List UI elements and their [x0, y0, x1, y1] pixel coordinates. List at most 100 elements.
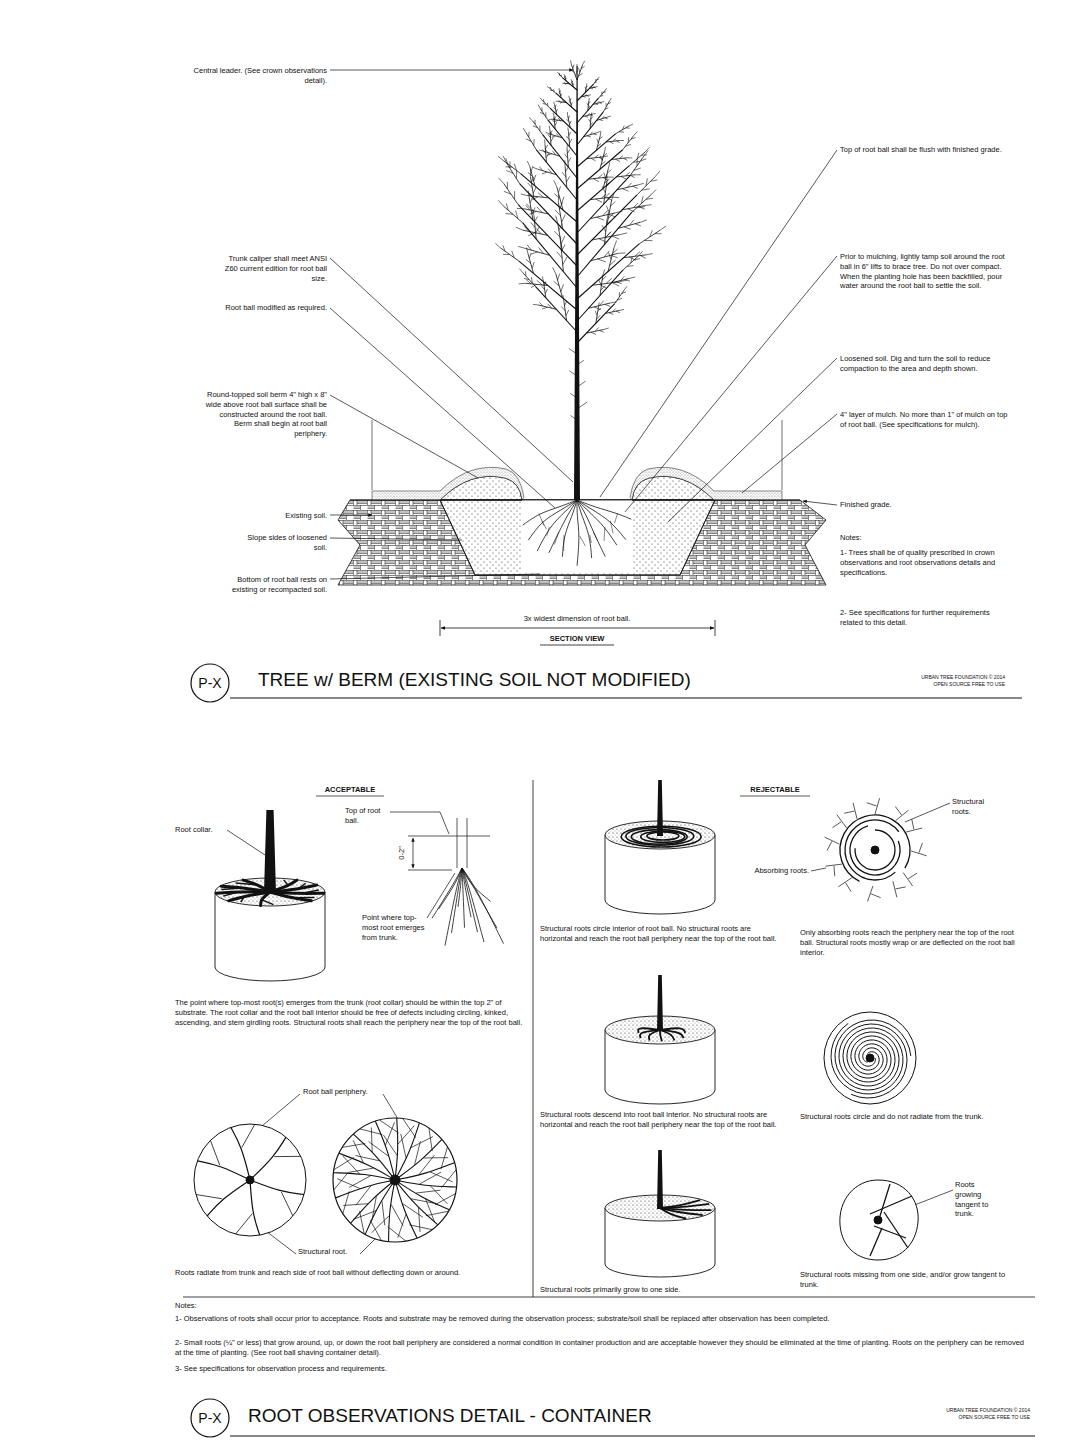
branch: [638, 183, 644, 185]
branch: [629, 220, 633, 225]
branch: [626, 172, 630, 176]
branch: [606, 174, 607, 181]
branch: [561, 245, 565, 252]
branch: [581, 66, 585, 69]
branch: [518, 246, 525, 248]
branch: [550, 108, 577, 134]
branch: [577, 64, 578, 72]
branch: [530, 252, 537, 254]
branch: [601, 92, 602, 95]
branch: [596, 315, 600, 319]
branch: [544, 281, 546, 285]
descending-root: [660, 1030, 683, 1038]
branch: [634, 131, 638, 135]
branch: [628, 137, 629, 142]
leader-line: [227, 830, 265, 855]
branch: [590, 122, 593, 125]
branch: [566, 310, 569, 316]
branch: [625, 144, 631, 146]
root: [462, 868, 491, 901]
branch: [551, 137, 553, 141]
branch: [553, 113, 554, 117]
branch: [598, 308, 601, 311]
trunk: [657, 1150, 663, 1209]
callout-text: Point where top-most root emerges from t…: [362, 913, 425, 942]
branch: [605, 232, 610, 238]
branch: [537, 207, 543, 213]
root-drawings: [194, 780, 927, 1277]
branch: [543, 103, 546, 105]
branch: [600, 95, 603, 97]
branch: [542, 276, 543, 281]
branch: [588, 98, 589, 101]
branch: [558, 224, 562, 251]
branch: [542, 149, 545, 153]
root: [411, 1199, 435, 1204]
root: [462, 868, 478, 932]
root: [383, 1135, 397, 1155]
branch: [504, 191, 511, 194]
leader-line: [390, 812, 449, 834]
branch: [514, 164, 516, 171]
branch: [505, 213, 513, 215]
branch: [531, 277, 533, 283]
tangent-root: [870, 1196, 912, 1214]
credit-text: URBAN TREE FOUNDATION © 2014: [865, 675, 1005, 681]
branch: [562, 214, 566, 222]
branch: [545, 289, 547, 294]
branch: [539, 126, 540, 131]
branch: [608, 116, 611, 118]
branch: [599, 239, 607, 243]
branch: [568, 158, 571, 163]
branch: [630, 156, 644, 175]
branch: [599, 137, 602, 140]
root: [380, 1120, 399, 1133]
branch: [498, 200, 503, 206]
branch: [655, 233, 662, 234]
wrapping-root: [850, 826, 900, 875]
root: [236, 1214, 253, 1235]
callout-text: Slope sides of loosened soil.: [247, 533, 327, 553]
branch: [603, 153, 607, 156]
branch: [593, 113, 596, 115]
branch: [631, 138, 636, 139]
branch: [571, 102, 572, 105]
branch: [538, 169, 556, 175]
branch: [564, 83, 570, 85]
root: [334, 1157, 354, 1169]
branch: [554, 194, 559, 199]
panel-rule: [183, 1297, 1035, 1298]
root: [398, 1126, 414, 1144]
structural-root: [395, 1163, 455, 1180]
branch: [553, 89, 555, 92]
absorbing-root: [826, 864, 842, 876]
branch: [577, 244, 639, 299]
branch: [581, 95, 589, 96]
branch: [606, 232, 612, 238]
branch: [577, 212, 632, 277]
root: [577, 500, 631, 519]
branch: [591, 117, 593, 120]
branch: [559, 93, 561, 95]
leader-line: [383, 1094, 398, 1119]
loosened-soil: [440, 500, 715, 575]
caption-text: Only absorbing roots reach the periphery…: [800, 928, 1015, 957]
callout-text: Central leader. (See crown observations …: [177, 66, 327, 86]
root: [615, 513, 618, 523]
soil-section: [338, 420, 826, 645]
branch: [612, 193, 614, 200]
tangent-root: [880, 1184, 890, 1216]
branch: [524, 278, 529, 279]
branch: [604, 328, 609, 330]
branch: [623, 158, 627, 160]
credit-text: OPEN SOURCE FREE TO USE: [865, 682, 1005, 688]
callout-text: Loosened soil. Dig and turn the soil to …: [840, 354, 1012, 374]
branch: [598, 302, 600, 307]
branch: [533, 304, 538, 306]
root: [435, 1194, 455, 1205]
structural-root: [336, 1180, 395, 1198]
branch: [640, 256, 645, 259]
branch: [626, 127, 630, 128]
